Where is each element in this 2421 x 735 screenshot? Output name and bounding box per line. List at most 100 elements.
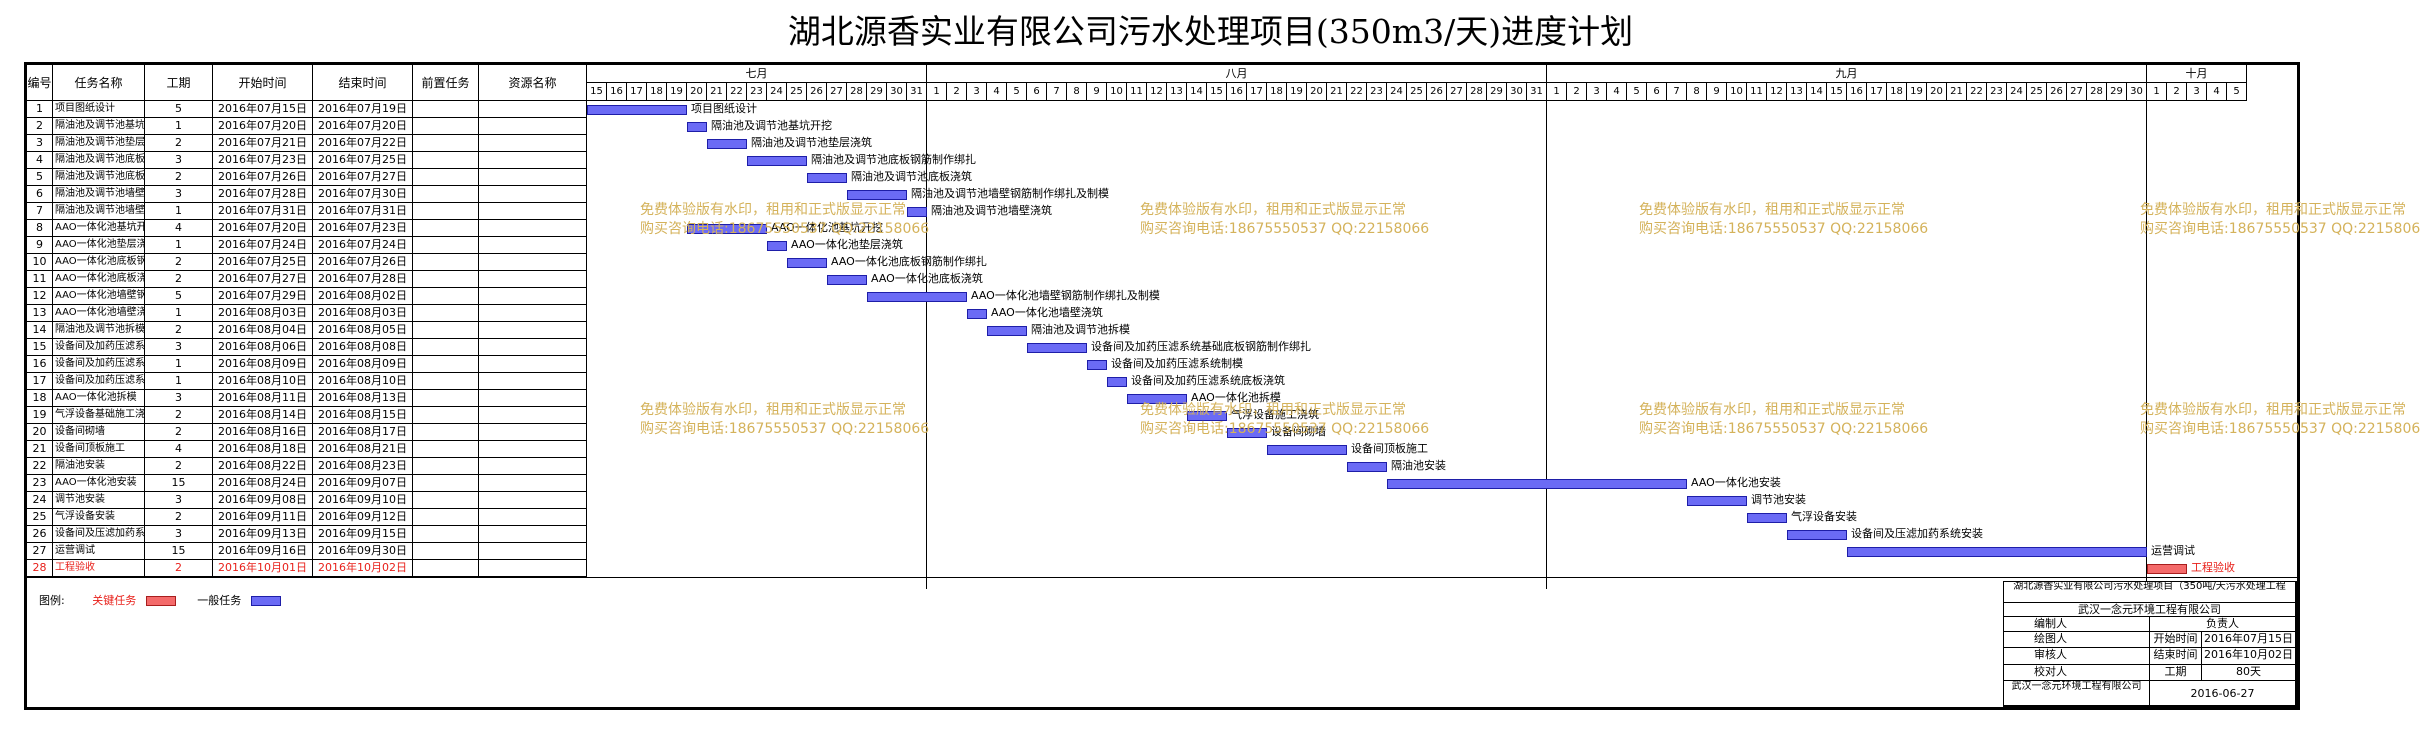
task-bar-28[interactable]	[2147, 564, 2187, 574]
task-bar-2[interactable]	[687, 122, 707, 132]
task-bar-13[interactable]	[967, 309, 987, 319]
task-9-start: 2016年07月24日	[213, 237, 313, 254]
task-2-end: 2016年07月20日	[313, 118, 413, 135]
watermark-line2: 购买咨询电话:18675550537 QQ:22158066	[1639, 221, 1929, 237]
day-cell: 14	[1187, 83, 1207, 101]
tb-end-label: 结束时间	[2150, 648, 2202, 665]
month-divider	[2146, 101, 2147, 589]
task-27-start: 2016年09月16日	[213, 543, 313, 560]
day-cell: 23	[747, 83, 767, 101]
task-13-col6	[479, 305, 587, 322]
tb-footer-company: 武汉一念元环境工程有限公司	[2004, 681, 2150, 706]
task-14-col6	[479, 322, 587, 339]
task-bar-21[interactable]	[1267, 445, 1347, 455]
task-bar-8[interactable]	[687, 224, 767, 234]
task-bar-label-3: 隔油池及调节池垫层浇筑	[751, 136, 872, 149]
task-bar-7[interactable]	[907, 207, 927, 217]
task-7-col5	[413, 203, 479, 220]
task-bar-27[interactable]	[1847, 547, 2147, 557]
task-5-col5	[413, 169, 479, 186]
task-bar-24[interactable]	[1687, 496, 1747, 506]
task-bar-12[interactable]	[867, 292, 967, 302]
task-15-dur: 3	[145, 339, 213, 356]
header-2: 任务名称	[53, 65, 145, 101]
task-26-col6	[479, 526, 587, 543]
task-bar-6[interactable]	[847, 190, 907, 200]
header-6: 前置任务	[413, 65, 479, 101]
task-bar-11[interactable]	[827, 275, 867, 285]
task-2-col6	[479, 118, 587, 135]
task-bar-9[interactable]	[767, 241, 787, 251]
task-bar-label-18: AAO一体化池拆模	[1191, 391, 1281, 404]
task-bar-label-12: AAO一体化池墙壁钢筋制作绑扎及制模	[971, 289, 1160, 302]
task-23-start: 2016年08月24日	[213, 475, 313, 492]
task-11-start: 2016年07月27日	[213, 271, 313, 288]
day-cell: 19	[1907, 83, 1927, 101]
task-9-col6	[479, 237, 587, 254]
watermark-line1: 免费体验版有水印，租用和正式版显示正常	[1639, 402, 1905, 418]
table-bottom-rule	[27, 577, 2297, 578]
task-22-dur: 2	[145, 458, 213, 475]
task-23-id: 23	[27, 475, 53, 492]
day-cell: 9	[1087, 83, 1107, 101]
task-bar-14[interactable]	[987, 326, 1027, 336]
day-cell: 24	[1387, 83, 1407, 101]
task-bar-20[interactable]	[1227, 428, 1267, 438]
task-bar-18[interactable]	[1127, 394, 1187, 404]
task-22-col6	[479, 458, 587, 475]
legend-label: 图例:	[39, 594, 65, 607]
task-12-start: 2016年07月29日	[213, 288, 313, 305]
day-cell: 20	[687, 83, 707, 101]
task-bar-19[interactable]	[1187, 411, 1227, 421]
task-18-id: 18	[27, 390, 53, 407]
task-bar-3[interactable]	[707, 139, 747, 149]
day-cell: 25	[1407, 83, 1427, 101]
task-bar-26[interactable]	[1787, 530, 1847, 540]
task-19-name: 气浮设备基础施工浇筑	[53, 407, 145, 424]
task-10-name: AAO一体化池底板钢筋制作绑扎	[53, 254, 145, 271]
task-bar-23[interactable]	[1387, 479, 1687, 489]
task-bar-25[interactable]	[1747, 513, 1787, 523]
task-bar-1[interactable]	[587, 105, 687, 115]
task-bar-4[interactable]	[747, 156, 807, 166]
task-20-end: 2016年08月17日	[313, 424, 413, 441]
tb-project: 湖北源香实业有限公司污水处理项目（350吨/天污水处理工程	[2004, 582, 2296, 603]
task-20-start: 2016年08月16日	[213, 424, 313, 441]
task-24-id: 24	[27, 492, 53, 509]
watermark-line2: 购买咨询电话:18675550537 QQ:22158066	[640, 421, 930, 437]
task-24-name: 调节池安装	[53, 492, 145, 509]
task-bar-17[interactable]	[1107, 377, 1127, 387]
day-cell: 28	[1467, 83, 1487, 101]
task-19-col6	[479, 407, 587, 424]
task-bar-22[interactable]	[1347, 462, 1387, 472]
day-cell: 15	[1207, 83, 1227, 101]
task-bar-16[interactable]	[1087, 360, 1107, 370]
task-bar-label-8: AAO一体化池基坑开挖	[771, 221, 883, 234]
task-27-col6	[479, 543, 587, 560]
watermark: 免费体验版有水印，租用和正式版显示正常购买咨询电话:18675550537 QQ…	[2140, 201, 2421, 239]
day-cell: 25	[2027, 83, 2047, 101]
task-bar-15[interactable]	[1027, 343, 1087, 353]
task-19-dur: 2	[145, 407, 213, 424]
day-cell: 21	[1947, 83, 1967, 101]
task-16-start: 2016年08月09日	[213, 356, 313, 373]
task-25-id: 25	[27, 509, 53, 526]
day-cell: 13	[1167, 83, 1187, 101]
task-3-dur: 2	[145, 135, 213, 152]
task-4-end: 2016年07月25日	[313, 152, 413, 169]
task-26-end: 2016年09月15日	[313, 526, 413, 543]
task-18-dur: 3	[145, 390, 213, 407]
task-bar-10[interactable]	[787, 258, 827, 268]
day-cell: 23	[1987, 83, 2007, 101]
task-22-col5	[413, 458, 479, 475]
task-7-dur: 1	[145, 203, 213, 220]
task-2-name: 隔油池及调节池基坑开挖	[53, 118, 145, 135]
day-cell: 24	[2007, 83, 2027, 101]
task-19-end: 2016年08月15日	[313, 407, 413, 424]
task-bar-5[interactable]	[807, 173, 847, 183]
task-25-col5	[413, 509, 479, 526]
day-cell: 25	[787, 83, 807, 101]
task-2-id: 2	[27, 118, 53, 135]
task-8-col6	[479, 220, 587, 237]
task-7-col6	[479, 203, 587, 220]
